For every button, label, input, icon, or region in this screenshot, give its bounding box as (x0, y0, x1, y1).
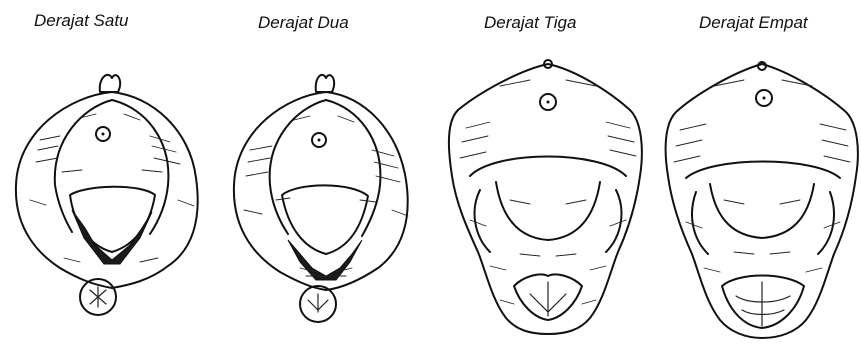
illustration-derajat-dua (234, 75, 408, 322)
illustration-derajat-satu (16, 75, 198, 315)
illustration-derajat-empat (666, 62, 858, 338)
illustration-derajat-tiga (449, 60, 642, 334)
